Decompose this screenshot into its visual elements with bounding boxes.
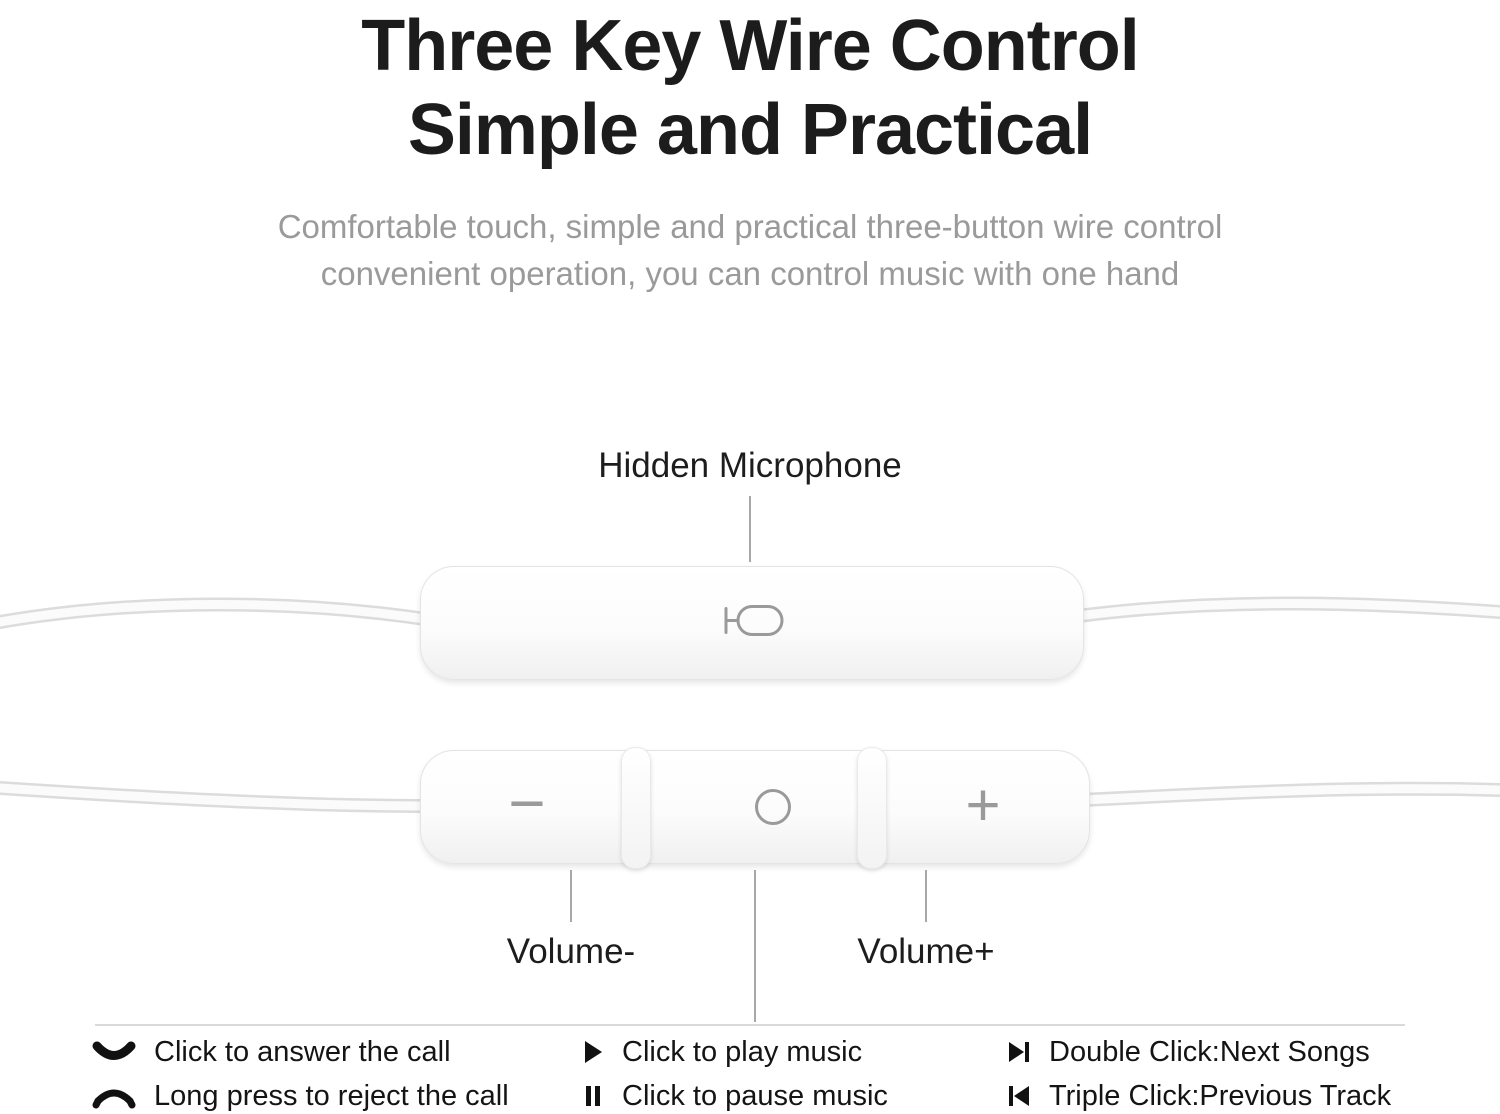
- button-ridge-right: [857, 747, 887, 869]
- feature-previous-track: Triple Click:Previous Track: [1005, 1076, 1391, 1114]
- volume-up-button: +: [965, 771, 1001, 839]
- reject-call-icon: [90, 1083, 138, 1109]
- button-ridge-left: [621, 747, 651, 869]
- feature-label: Click to play music: [622, 1035, 863, 1068]
- feature-column-tracks: Double Click:Next Songs Triple Click:Pre…: [1005, 1032, 1391, 1114]
- volume-minus-callout-line: [570, 870, 572, 922]
- microphone-callout-label: Hidden Microphone: [598, 446, 902, 485]
- next-track-icon: [1005, 1040, 1033, 1064]
- feature-column-playback: Click to play music Click to pause music: [580, 1032, 888, 1114]
- feature-pause: Click to pause music: [580, 1076, 888, 1114]
- feature-play: Click to play music: [580, 1032, 888, 1072]
- subtitle-line-1: Comfortable touch, simple and practical …: [277, 208, 1223, 245]
- volume-plus-callout-line: [925, 870, 927, 922]
- subtitle-line-2: convenient operation, you can control mu…: [320, 254, 1180, 292]
- bottom-divider: [95, 1024, 1405, 1026]
- page-subtitle: Comfortable touch, simple and practical …: [0, 204, 1500, 298]
- volume-down-button: −: [508, 767, 546, 839]
- feature-label: Click to answer the call: [154, 1035, 451, 1068]
- volume-plus-label: Volume+: [857, 932, 995, 971]
- feature-reject-call: Long press to reject the call: [90, 1076, 509, 1114]
- title-line-1: Three Key Wire Control: [361, 6, 1140, 86]
- microphone-icon: [716, 601, 788, 646]
- feature-label: Click to pause music: [622, 1079, 888, 1112]
- feature-label: Triple Click:Previous Track: [1049, 1079, 1392, 1112]
- center-button-circle: [755, 789, 791, 825]
- play-icon: [580, 1040, 606, 1064]
- pause-icon: [580, 1084, 606, 1108]
- title-line-2: Simple and Practical: [407, 90, 1093, 171]
- page-title: Three Key Wire Control Simple and Practi…: [0, 4, 1500, 172]
- volume-minus-label: Volume-: [506, 932, 636, 971]
- wire-control-button-module: − +: [420, 747, 1090, 869]
- wire-control-mic-module: [420, 566, 1084, 680]
- feature-answer-call: Click to answer the call: [90, 1032, 509, 1072]
- answer-call-icon: [90, 1039, 138, 1065]
- feature-label: Long press to reject the call: [154, 1079, 509, 1112]
- feature-next-track: Double Click:Next Songs: [1005, 1032, 1391, 1072]
- center-button-callout-line: [754, 870, 756, 1022]
- feature-label: Double Click:Next Songs: [1049, 1035, 1370, 1068]
- microphone-callout-line: [749, 496, 751, 562]
- previous-track-icon: [1005, 1084, 1033, 1108]
- feature-column-calls: Click to answer the call Long press to r…: [90, 1032, 509, 1114]
